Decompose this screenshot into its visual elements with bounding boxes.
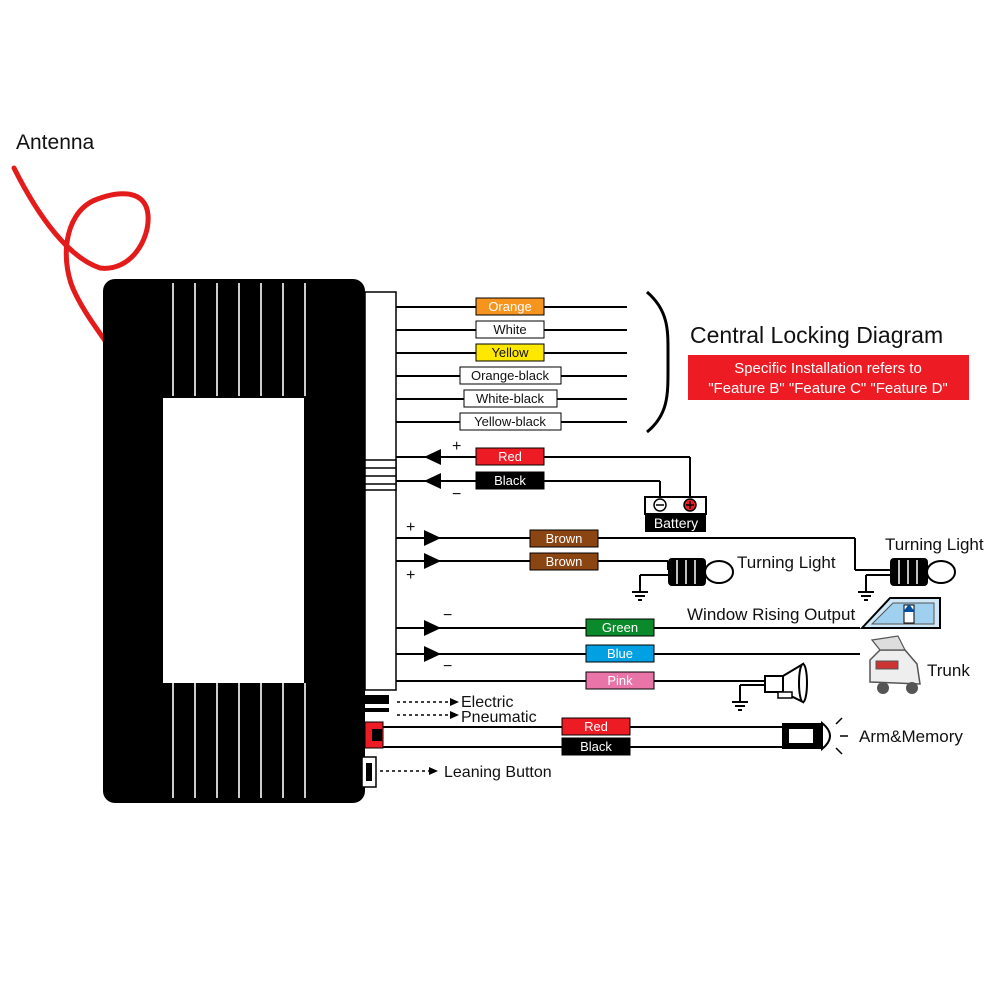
window-rising-output-label: Window Rising Output [687,605,855,624]
unit-label-panel [163,398,304,683]
turning-light-left-label: Turning Light [737,553,836,572]
svg-text:Blue: Blue [607,646,633,661]
siren-icon [732,662,808,711]
svg-text:White-black: White-black [476,391,544,406]
control-unit [103,279,365,803]
led-connector [364,721,384,749]
wire-tag-red-led: Red [561,717,631,736]
antenna-label: Antenna [16,131,95,154]
svg-text:Orange: Orange [488,299,531,314]
wire-tag-yellow-black: Yellow-black [459,412,562,431]
svg-text:Battery: Battery [654,515,698,531]
arrow-brown-2 [424,553,441,569]
leaning-button-label: Leaning Button [444,764,552,781]
wire-tag-orange-black: Orange-black [459,366,562,385]
svg-text:"Feature B" "Feature C" "Featu: "Feature B" "Feature C" "Feature D" [708,380,948,397]
svg-text:Black: Black [580,739,612,754]
arrow-blue [424,646,441,662]
plus-sign: + [452,438,461,455]
electric-pneumatic-connectors [365,695,459,719]
turning-light-left-bulb [632,558,734,601]
svg-text:Red: Red [498,449,522,464]
antenna-wire [11,165,151,348]
plus-sign: + [406,519,415,536]
svg-text:Specific Installation refers t: Specific Installation refers to [734,360,922,377]
arrow-green [424,620,441,636]
harness-connector [364,291,397,691]
window-icon [859,597,941,629]
svg-text:Green: Green [602,620,638,635]
wire-tag-white: White [475,320,545,339]
wire-tag-black-power: Black [475,471,545,490]
central-locking-title: Central Locking Diagram [690,322,943,348]
wire-tag-brown-2: Brown [529,552,599,571]
plus-sign: + [406,567,415,584]
wire-tag-brown-1: Brown [529,529,599,548]
turning-light-right-bulb [858,558,956,601]
minus-sign: − [443,607,452,624]
svg-text:Yellow: Yellow [491,345,529,360]
svg-text:Yellow-black: Yellow-black [474,414,546,429]
svg-text:White: White [493,322,526,337]
wire-tag-pink: Pink [585,671,655,690]
minus-sign: − [443,658,452,675]
turning-light-right-label: Turning Light [885,535,984,554]
electric-label: Electric [461,694,513,711]
svg-text:Orange-black: Orange-black [471,368,550,383]
svg-text:Brown: Brown [546,531,583,546]
battery: Battery [644,496,707,532]
arrow-black-power [424,473,441,489]
wire-tag-green: Green [585,618,655,637]
wire-tag-white-black: White-black [463,389,558,408]
svg-text:Brown: Brown [546,554,583,569]
wire-tag-orange: Orange [475,297,545,316]
wire-tag-red-power: Red [475,447,545,466]
central-locking-note: Specific Installation refers to "Feature… [688,355,969,400]
pneumatic-label: Pneumatic [461,709,537,726]
arm-memory-label: Arm&Memory [859,727,963,746]
central-locking-bracket [646,290,670,434]
svg-text:Pink: Pink [607,673,633,688]
svg-text:Red: Red [584,719,608,734]
wire-tag-yellow: Yellow [475,343,545,362]
trunk-car-icon [869,635,921,694]
leaning-button-connector [361,756,438,788]
led-icon [782,717,848,755]
minus-sign: − [452,486,461,503]
wire-tag-blue: Blue [585,644,655,663]
trunk-label: Trunk [927,661,970,680]
arrow-red-power [424,449,441,465]
svg-text:Black: Black [494,473,526,488]
arrow-brown-1 [424,530,441,546]
wire-tag-black-led: Black [561,737,631,756]
